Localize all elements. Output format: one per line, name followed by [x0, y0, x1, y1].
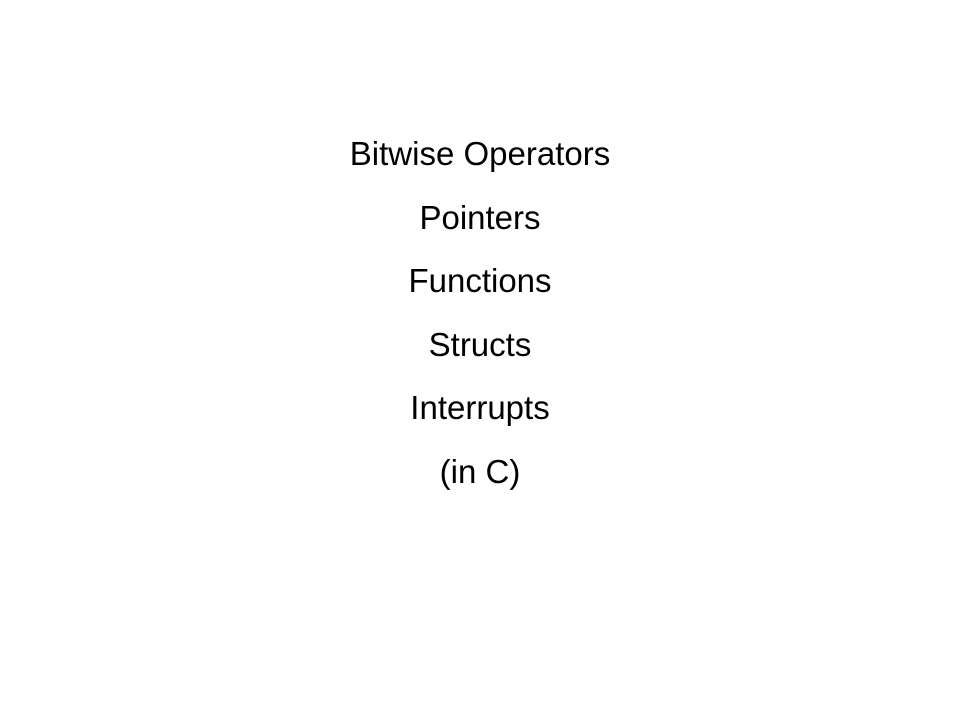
- title-line-bitwise-operators: Bitwise Operators: [349, 135, 611, 172]
- title-line-structs: Structs: [428, 325, 532, 363]
- slide-title: Bitwise Operators Pointers Functions Str…: [0, 126, 960, 507]
- title-line-functions: Functions: [408, 262, 552, 299]
- title-line-interrupts: Interrupts: [410, 389, 550, 426]
- title-line-in-c: (in C): [439, 452, 521, 490]
- title-line-pointers: Pointers: [419, 198, 541, 236]
